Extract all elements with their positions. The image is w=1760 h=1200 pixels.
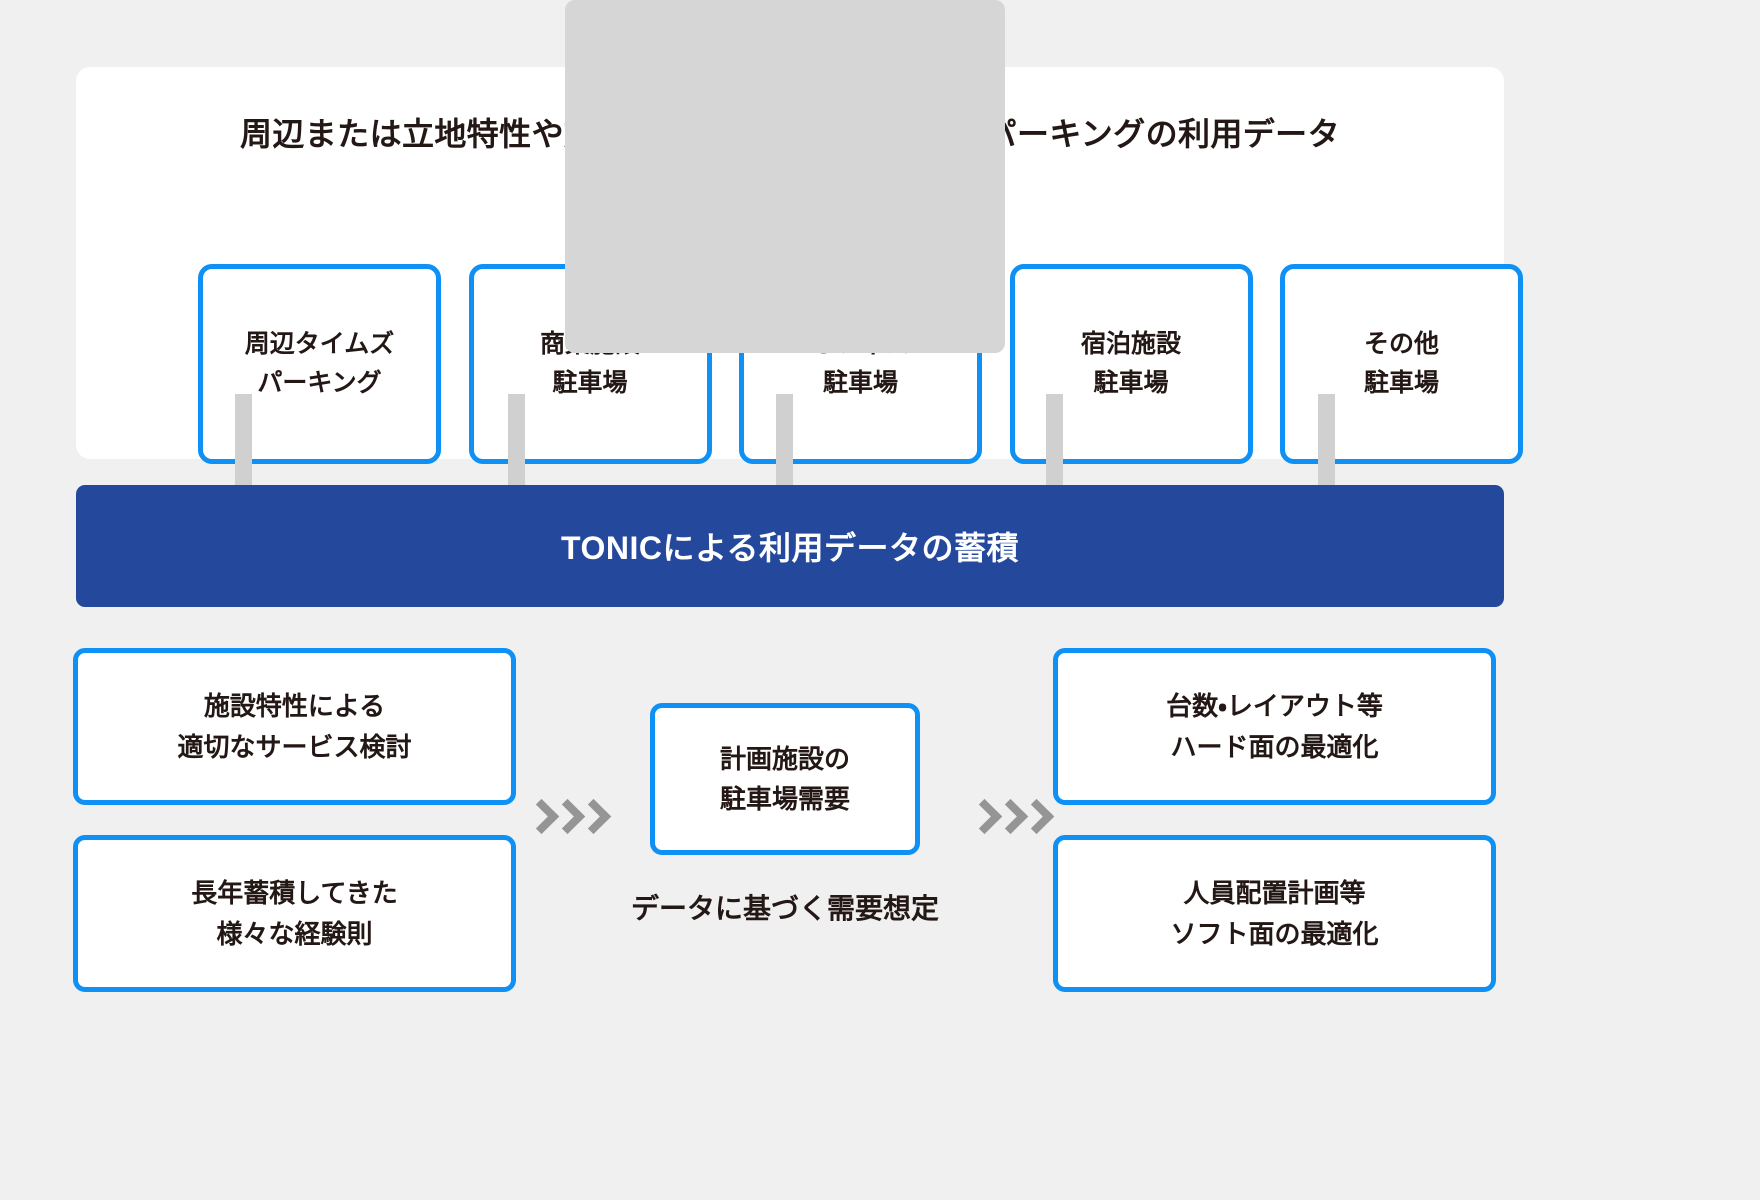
chevron-group-right — [970, 800, 1044, 834]
chevron-right-icon — [1022, 800, 1044, 834]
connector-stem-2 — [508, 394, 525, 490]
right-box-text: 人員配置計画等 ソフト面の最適化 — [1170, 873, 1378, 954]
left-box-line-1: 長年蓄積してきた — [191, 878, 398, 909]
left-box-line-2: 適切なサービス検討 — [177, 731, 412, 762]
left-box-service-review: 施設特性による 適切なサービス検討 — [73, 648, 516, 805]
source-line-2: 駐車場 — [1363, 369, 1439, 397]
source-line-2: 駐車場 — [822, 369, 898, 397]
connector-stem-4 — [1046, 394, 1063, 490]
connector-stem-5 — [1318, 394, 1335, 490]
center-box-line-1: 計画施設の — [719, 743, 850, 774]
chevron-right-icon — [970, 800, 992, 834]
source-line-1: 周辺タイムズ — [244, 330, 395, 359]
source-box-surrounding-times-parking: 周辺タイムズ パーキング — [198, 264, 441, 464]
left-box-text: 長年蓄積してきた 様々な経験則 — [191, 873, 397, 954]
source-box-text: その他 駐車場 — [1364, 325, 1439, 403]
center-box-text: 計画施設の 駐車場需要 — [720, 739, 850, 820]
source-box-other: その他 駐車場 — [1280, 264, 1523, 464]
demand-estimation-panel — [565, 0, 1005, 353]
center-box-line-2: 駐車場需要 — [719, 784, 850, 814]
left-box-text: 施設特性による 適切なサービス検討 — [177, 686, 411, 767]
right-box-line-2: ソフト面の最適化 — [1170, 918, 1379, 949]
source-line-2: 駐車場 — [552, 369, 628, 397]
chevron-right-icon — [527, 800, 549, 834]
right-box-line-1: 台数・レイアウト等 — [1166, 691, 1383, 722]
source-line-2: パーキング — [257, 369, 382, 397]
left-box-line-2: 様々な経験則 — [216, 918, 373, 949]
source-box-text: 宿泊施設 駐車場 — [1081, 325, 1181, 403]
connector-stem-1 — [235, 394, 252, 490]
right-box-hardware-optimization: 台数・レイアウト等 ハード面の最適化 — [1053, 648, 1496, 805]
right-box-line-2: ハード面の最適化 — [1170, 731, 1379, 762]
source-line-1: その他 — [1363, 330, 1439, 359]
right-box-software-optimization: 人員配置計画等 ソフト面の最適化 — [1053, 835, 1496, 992]
right-box-text: 台数・レイアウト等 ハード面の最適化 — [1166, 686, 1383, 767]
right-box-line-1: 人員配置計画等 — [1183, 878, 1366, 909]
source-box-text: 周辺タイムズ パーキング — [245, 325, 395, 403]
left-box-experience-rules: 長年蓄積してきた 様々な経験則 — [73, 835, 516, 992]
center-box-parking-demand: 計画施設の 駐車場需要 — [650, 703, 920, 855]
chevron-right-icon — [996, 800, 1018, 834]
demand-estimation-caption: データに基づく需要想定 — [630, 893, 939, 924]
connector-stem-3 — [776, 394, 793, 490]
chevron-right-icon — [553, 800, 575, 834]
tonic-accumulation-banner: TONICによる利用データの蓄積 — [76, 485, 1504, 607]
source-line-2: 駐車場 — [1093, 369, 1169, 397]
source-line-1: 宿泊施設 — [1080, 330, 1181, 359]
left-box-line-1: 施設特性による — [203, 691, 386, 722]
banner-label: TONICによる利用データの蓄積 — [560, 530, 1019, 566]
chevron-right-icon — [579, 800, 601, 834]
chevron-group-left — [527, 800, 601, 834]
